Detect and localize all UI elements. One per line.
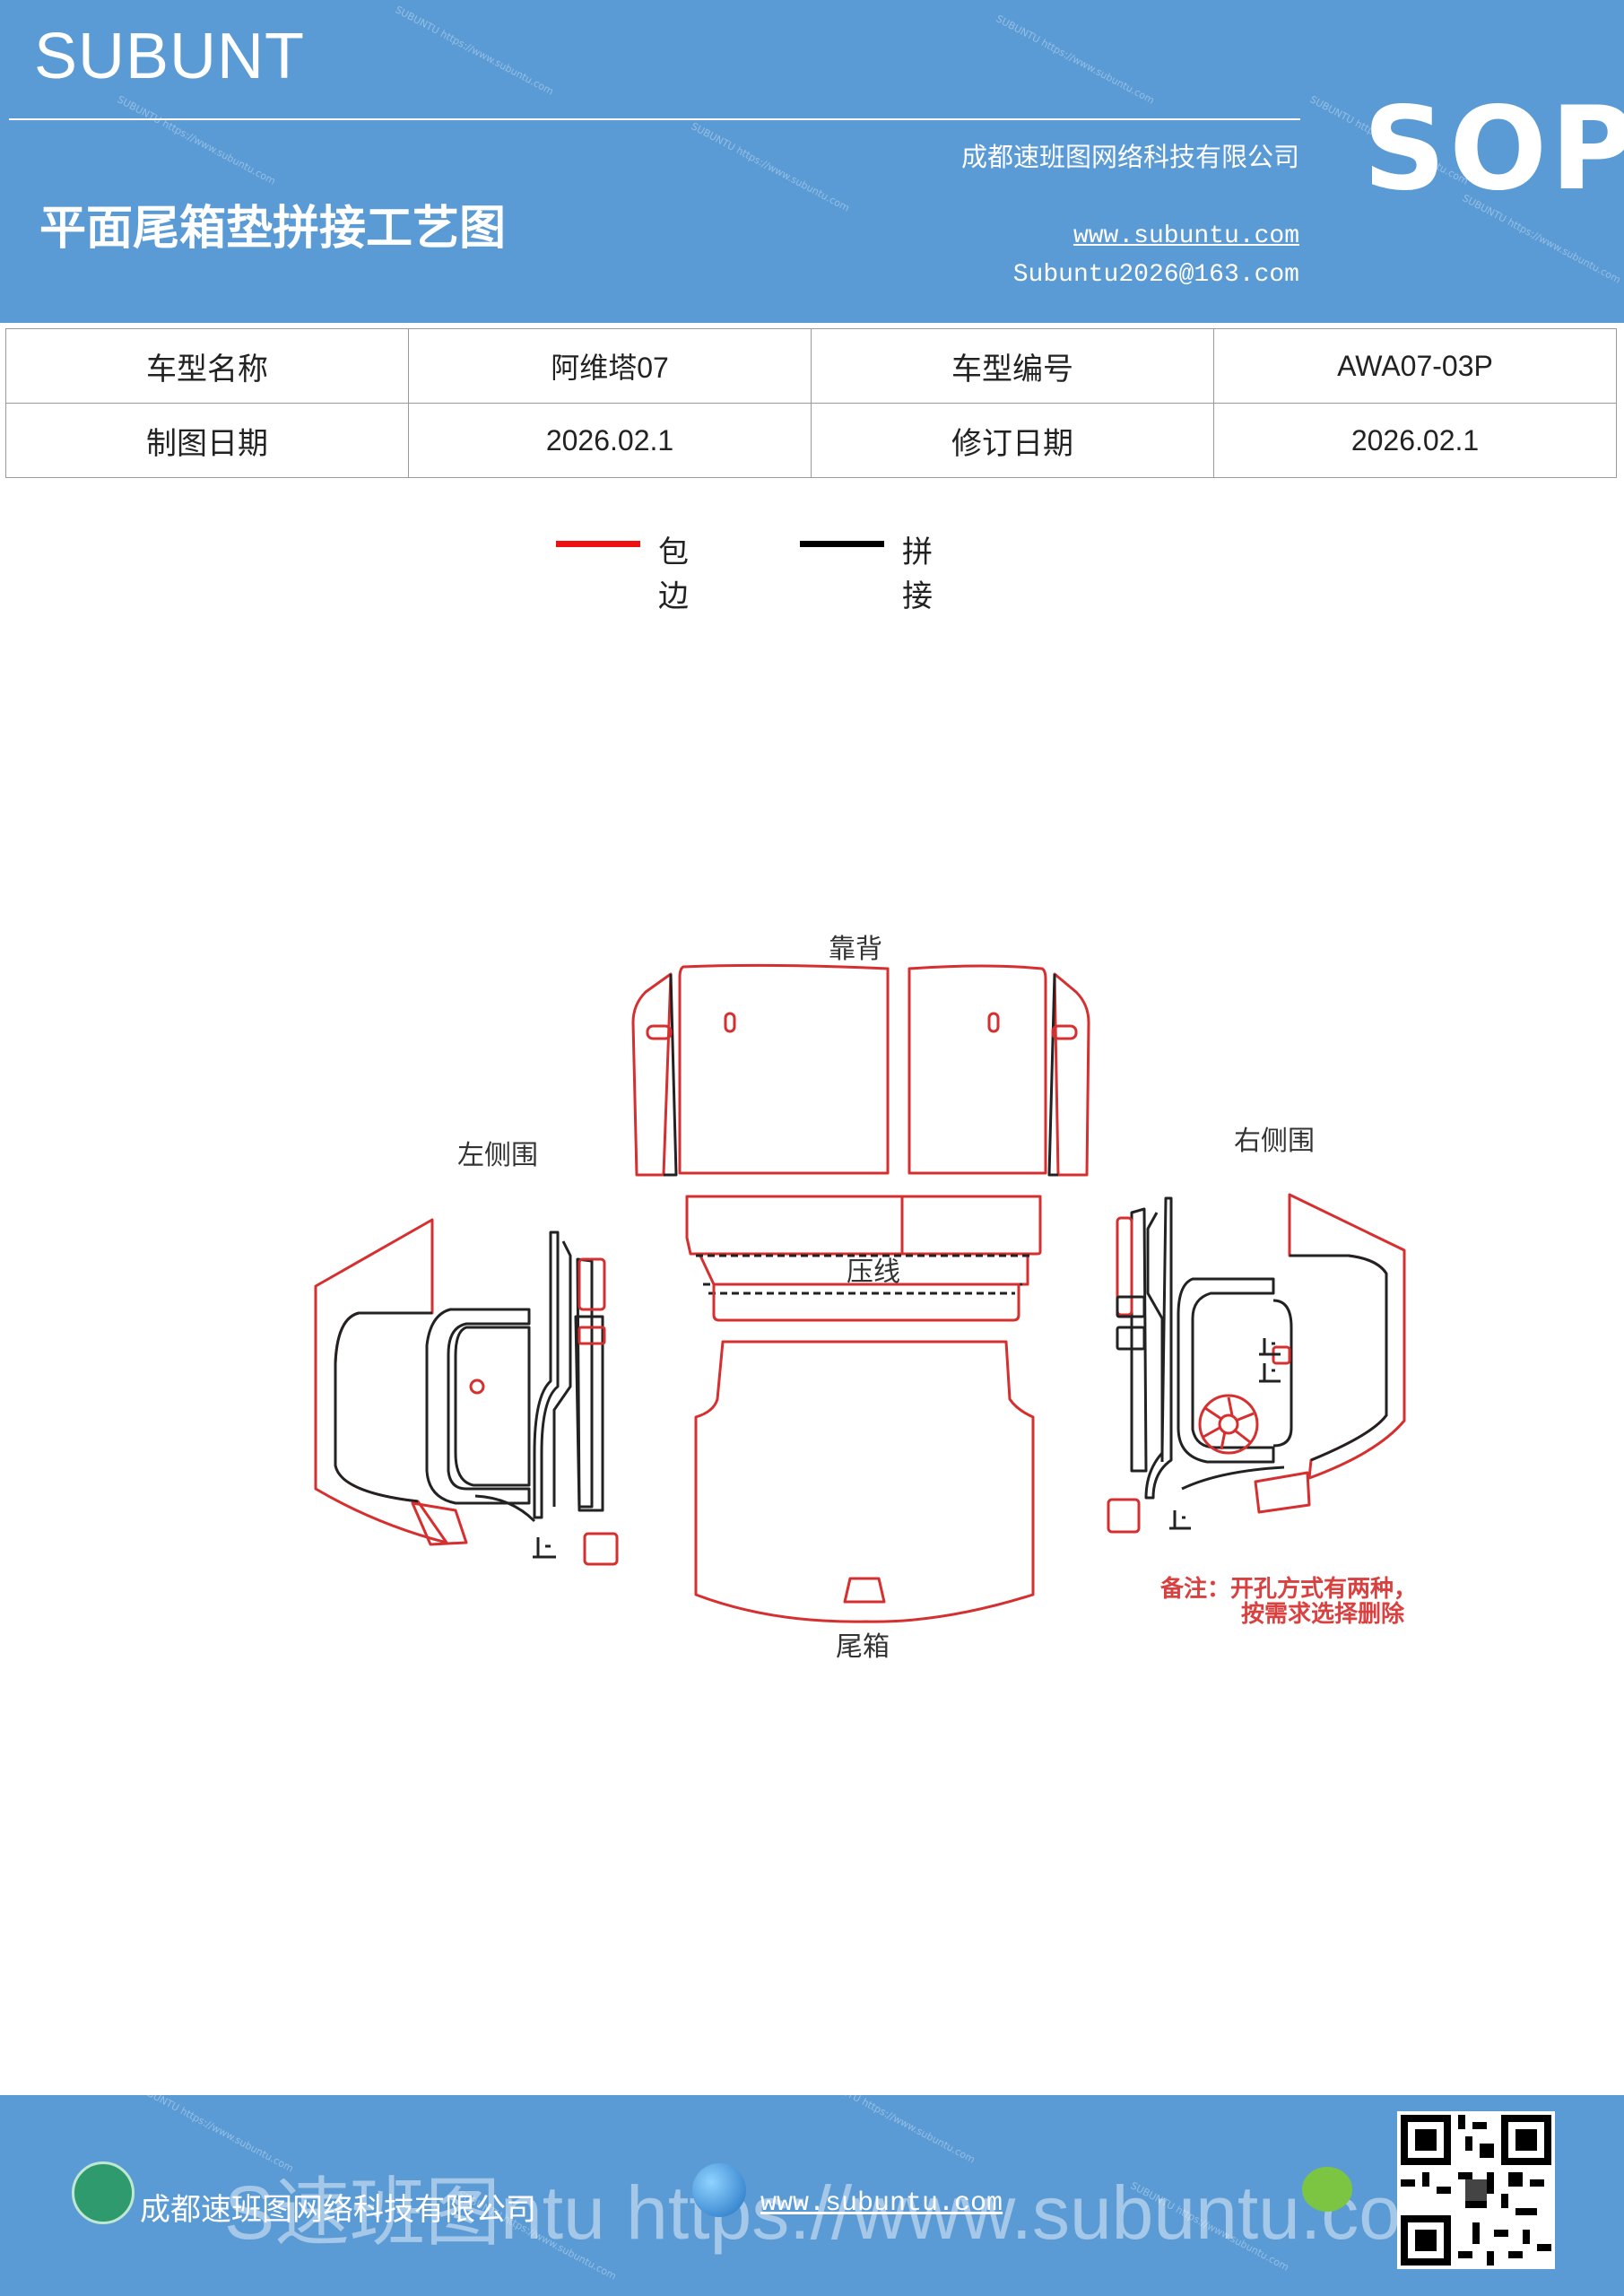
label-crease: 压线 (847, 1257, 900, 1288)
footer-banner: SUBUNTU https://www.subuntu.com SUBUNTU … (0, 2095, 1624, 2296)
right-small-piece-mid (1116, 1295, 1146, 1318)
document-title: 平面尾箱垫拼接工艺图 (39, 202, 507, 256)
mat-pattern-diagram: 靠背 左侧围 右侧围 压线 尾箱 备注：开孔方式有两种， 按需求选择删除 (314, 934, 1417, 1663)
right-stop-mark-3 (1169, 1510, 1191, 1530)
left-inner-cutout (454, 1326, 531, 1487)
footer-website-link[interactable]: www.subuntu.com (760, 2188, 1003, 2219)
revision-date-label: 修订日期 (811, 403, 1214, 478)
left-slender-strip-2 (574, 1315, 604, 1512)
header-banner: SUBUNTU https://www.subuntu.com SUBUNTU … (0, 0, 1624, 323)
backrest-right-panel (908, 964, 1047, 1175)
left-stop-mark (533, 1537, 556, 1559)
right-side-group (1107, 1193, 1406, 1534)
bottom-strip (712, 1283, 1020, 1322)
header-website-link[interactable]: www.subuntu.com (1073, 222, 1299, 250)
seam-swatch (800, 541, 884, 547)
trunk-handle-cutout (843, 1577, 886, 1604)
qr-code (1397, 2111, 1555, 2269)
home-icon (72, 2161, 135, 2224)
model-name-label: 车型名称 (5, 328, 409, 404)
trunk-floor-panel (694, 1340, 1035, 1623)
edge-binding-label: 包边 (658, 535, 689, 614)
right-pillar (1144, 1196, 1173, 1500)
backrest-left-wing (631, 972, 673, 1177)
table-row: 制图日期 2026.02.1 修订日期 2026.02.1 (5, 403, 1617, 478)
model-code-value: AWA07-03P (1213, 328, 1617, 404)
right-small-piece-mid2 (1116, 1326, 1146, 1351)
globe-icon (692, 2163, 746, 2217)
note-line-1: 备注：开孔方式有两种， (1159, 1575, 1417, 1603)
right-small-piece-top (1116, 1216, 1133, 1317)
right-stop-mark-2 (1259, 1363, 1281, 1383)
table-row: 车型名称 阿维塔07 车型编号 AWA07-03P (5, 328, 1617, 404)
right-pillar-seam (1146, 1212, 1164, 1462)
left-pillar (533, 1231, 560, 1519)
backrest-right-wing-seam (1047, 973, 1058, 1177)
label-trunk: 尾箱 (836, 1631, 890, 1663)
left-inner-panel (425, 1308, 531, 1505)
backrest-right-wing (1053, 972, 1090, 1177)
left-corner-piece (411, 1501, 468, 1546)
header-email[interactable]: Subuntu2026@163.com (1012, 261, 1299, 289)
seam-label: 拼接 (902, 535, 933, 614)
left-pillar-seam (552, 1240, 572, 1507)
model-name-value: 阿维塔07 (408, 328, 812, 404)
edge-binding-swatch (556, 541, 640, 547)
left-side-group (314, 1218, 619, 1566)
wechat-icon (1302, 2167, 1352, 2212)
right-lower-piece (1254, 1471, 1311, 1514)
middle-top-strip (685, 1195, 1042, 1256)
footer-watermark-text: S速班图ntu https://www.subuntu.com (224, 2170, 1463, 2255)
right-inner-panel (1177, 1277, 1275, 1464)
draw-date-value: 2026.02.1 (408, 403, 812, 478)
right-outer-seam (1290, 1254, 1388, 1462)
brand-name: SUBUNT (34, 21, 306, 92)
note-line-2: 按需求选择删除 (1241, 1600, 1405, 1628)
footer-company: 成都速班图网络科技有限公司 (140, 2192, 536, 2228)
left-small-piece-bottom (583, 1532, 619, 1566)
right-bottom-arc (1181, 1465, 1285, 1491)
right-stop-mark-1 (1259, 1338, 1281, 1356)
label-left-side: 左侧围 (457, 1140, 538, 1171)
crease-strip-group (685, 1195, 1042, 1322)
left-outer-seam (334, 1311, 432, 1503)
right-slender-strip (1130, 1207, 1148, 1473)
header-company: 成都速班图网络科技有限公司 (960, 142, 1299, 172)
backrest-right-tab (1051, 1024, 1078, 1040)
left-inner-hole (469, 1378, 485, 1395)
backrest-left-panel (678, 963, 890, 1175)
right-inner-cutout (1272, 1299, 1293, 1448)
backrest-left-slot (724, 1012, 736, 1033)
revision-date-value: 2026.02.1 (1213, 403, 1617, 478)
model-info-table: 车型名称 阿维塔07 车型编号 AWA07-03P 制图日期 2026.02.1… (5, 328, 1617, 478)
backrest-left-wing-seam (664, 973, 678, 1177)
right-vent-emblem (1198, 1394, 1259, 1455)
backrest-left-tab (646, 1024, 673, 1040)
left-small-piece-mid (578, 1326, 606, 1345)
sop-badge: SOP (1363, 83, 1624, 216)
label-backrest: 靠背 (829, 934, 882, 965)
model-code-label: 车型编号 (811, 328, 1214, 404)
backrest-group (631, 963, 1090, 1177)
crease-band (698, 1252, 1029, 1286)
header-divider (9, 118, 1300, 120)
backrest-right-slot (987, 1012, 1000, 1033)
left-bottom-arc (474, 1494, 536, 1523)
right-small-piece-bottom (1107, 1498, 1141, 1534)
label-right-side: 右侧围 (1234, 1126, 1315, 1157)
left-small-piece-top (578, 1257, 606, 1311)
draw-date-label: 制图日期 (5, 403, 409, 478)
